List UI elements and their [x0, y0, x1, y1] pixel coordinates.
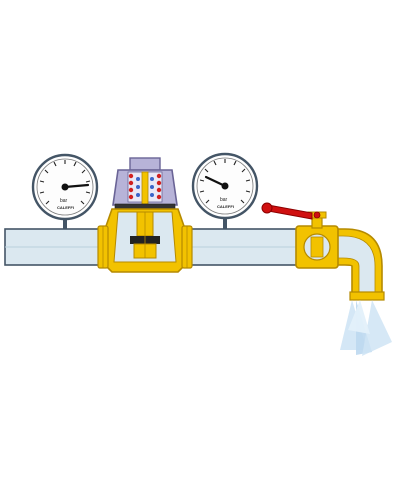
pressure-reducing-valve [97, 157, 193, 273]
right-gauge-brand: CALEFFI [217, 204, 234, 209]
right-pressure-gauge: bar CALEFFI [191, 152, 259, 229]
red-lever-handle [267, 204, 313, 220]
left-gauge-unit: bar [60, 198, 68, 204]
left-pressure-gauge: bar CALEFFI [31, 153, 99, 229]
right-gauge-ticks [199, 159, 251, 204]
left-gauge-needle [63, 183, 90, 189]
left-gauge-brand: CALEFFI [57, 205, 74, 210]
water-spray [340, 300, 392, 356]
left-gauge-ticks [39, 160, 91, 205]
right-gauge-unit: bar [220, 197, 228, 203]
spring-coils [128, 173, 162, 200]
ball-valve [261, 202, 339, 269]
right-gauge-needle [204, 175, 227, 188]
